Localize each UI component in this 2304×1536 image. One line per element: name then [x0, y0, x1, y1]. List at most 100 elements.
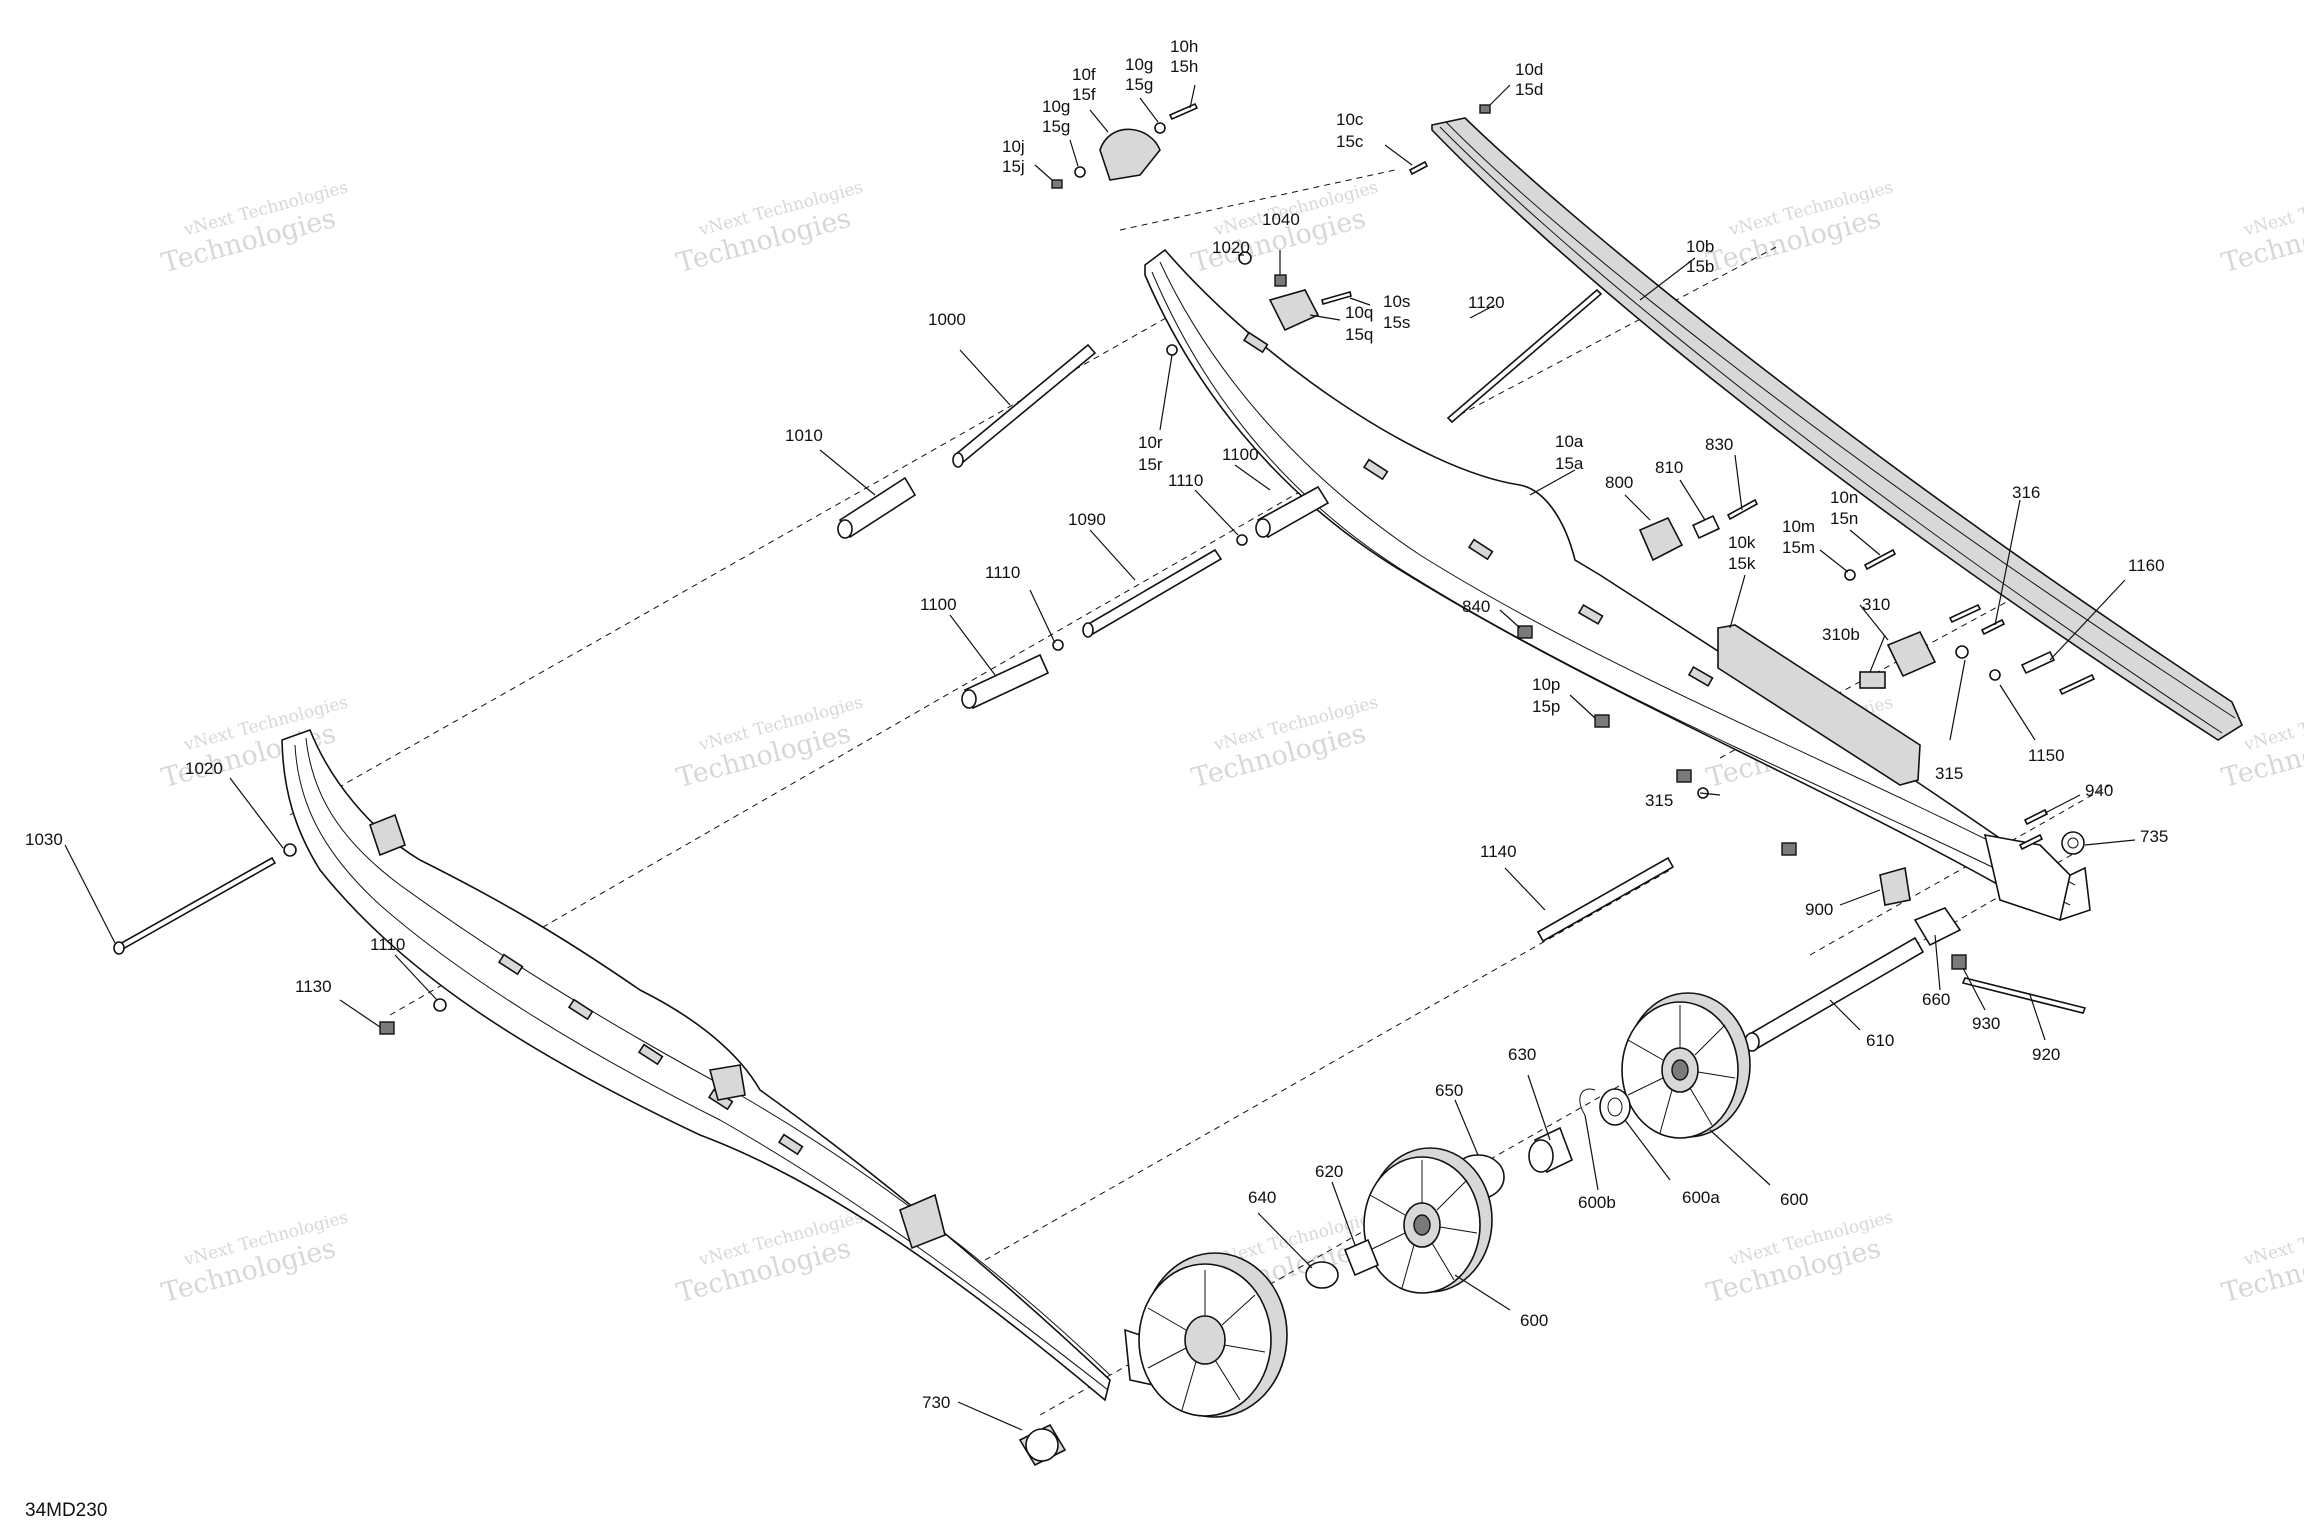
leader-line	[1949, 659, 1966, 741]
bolt-icon	[1321, 291, 1352, 305]
nut-icon	[379, 1021, 395, 1035]
leader-line	[2049, 579, 2126, 661]
leader-line	[1159, 354, 1173, 431]
washer-icon	[1955, 645, 1969, 659]
leader-line	[1234, 464, 1271, 491]
part-label: 15c	[1336, 132, 1364, 151]
leader-line	[1859, 604, 1889, 641]
part-label: 15g	[1125, 75, 1153, 94]
shaft-icon	[953, 343, 1097, 465]
rail-slot	[777, 1133, 804, 1156]
shaft-end	[952, 452, 964, 468]
part-label: 840	[1462, 597, 1490, 616]
part-label: 800	[1605, 473, 1633, 492]
leader-line	[64, 844, 116, 944]
part-label: 640	[1248, 1188, 1276, 1207]
block-310b	[1859, 671, 1886, 689]
leader-line	[1089, 109, 1109, 133]
rail-edge	[1151, 271, 2071, 906]
wheel-spoke	[1689, 1087, 1713, 1126]
slide-strip-10b	[1431, 117, 2244, 741]
nut-icon	[1479, 104, 1491, 114]
rail-slot	[1242, 331, 1269, 354]
rail-bracket	[709, 1064, 746, 1101]
bolt-head	[113, 941, 125, 955]
watermark: vNext Technologies Technologies	[673, 692, 865, 794]
block-10q	[1268, 289, 1320, 332]
part-label: 1140	[1480, 842, 1517, 861]
axis-line	[984, 869, 1671, 1261]
wheel-spoke	[1369, 1194, 1406, 1216]
block-900	[1879, 866, 1911, 906]
wheel-spoke	[1659, 1089, 1673, 1134]
spacer-icon	[963, 653, 1050, 710]
nut-icon	[1274, 274, 1287, 287]
rail-bracket	[899, 1193, 946, 1250]
rail-slot	[1687, 665, 1714, 687]
part-label: 630	[1508, 1045, 1536, 1064]
part-label: 315	[1935, 764, 1963, 783]
bolt-icon	[2018, 833, 2044, 851]
washer-icon	[1074, 166, 1086, 178]
part-label: 620	[1315, 1162, 1343, 1181]
part-label: 15n	[1830, 509, 1858, 528]
watermark: vNext Technologies Technologies	[2218, 177, 2304, 279]
rail-slot	[1577, 603, 1604, 625]
wheel-spoke	[1627, 1039, 1664, 1061]
leader-line	[394, 954, 438, 1001]
watermark: vNext Technologies Technologies	[1703, 177, 1895, 279]
part-label: 1110	[370, 935, 405, 954]
part-labels: 10h 15h 10g 15g 10f 15f 10g 15g 10j 15j …	[25, 37, 2168, 1412]
leader-line	[1729, 574, 1746, 629]
part-label: 650	[1435, 1081, 1463, 1100]
strip-edge	[1445, 121, 2236, 719]
leader-line	[1331, 1181, 1356, 1246]
slide-rail-icon	[1431, 117, 2244, 741]
part-label: 1000	[928, 310, 966, 329]
leader-line	[2044, 794, 2081, 814]
spacer-icon	[1692, 514, 1720, 540]
leader-line	[229, 777, 284, 849]
leader-line	[949, 614, 996, 676]
spacer-end	[1255, 518, 1271, 538]
block-800	[1638, 516, 1684, 562]
part-label: 316	[2012, 483, 2040, 502]
part-label: 1160	[2128, 556, 2165, 575]
watermark: vNext Technologies Technologies	[1703, 1207, 1895, 1309]
watermark: vNext Technologies Technologies	[158, 177, 350, 279]
part-label: 1040	[1262, 210, 1300, 229]
wheel-spoke	[1147, 1307, 1187, 1331]
part-label: 15b	[1686, 257, 1714, 276]
part-label: 1110	[1168, 471, 1203, 490]
part-label: 10f	[1072, 65, 1096, 84]
leader-line	[1869, 634, 1886, 673]
leader-line	[1194, 489, 1239, 536]
shaft-icon	[1536, 856, 1675, 943]
spacer-end	[961, 689, 977, 709]
strip-edge	[1439, 126, 2223, 734]
watermark: vNext Technologies Technologies	[673, 177, 865, 279]
watermark: vNext Technologies Technologies	[2218, 1207, 2304, 1309]
rail-edge	[294, 744, 1109, 1391]
rail-edge	[305, 737, 1111, 1376]
part-label: 1100	[1222, 445, 1259, 464]
part-label: 10a	[1555, 432, 1584, 451]
part-label: 1030	[25, 830, 63, 849]
wheel-bore	[1671, 1059, 1689, 1081]
bolt-icon	[2023, 808, 2049, 826]
leader-line	[1529, 469, 1576, 496]
rail-slot	[497, 953, 524, 976]
part-label: 15g	[1042, 117, 1070, 136]
washer-icon	[1052, 639, 1064, 651]
part-label: 15r	[1138, 455, 1163, 474]
leader-line	[1527, 1074, 1551, 1141]
part-label: 15j	[1002, 157, 1025, 176]
leader-line	[1454, 1099, 1479, 1156]
part-label: 900	[1805, 900, 1833, 919]
leader-line	[1069, 139, 1079, 167]
leader-line	[1962, 967, 1986, 1011]
bracket-10f	[1099, 128, 1161, 181]
axis-line	[1449, 244, 1781, 421]
part-label: 10j	[1002, 137, 1025, 156]
